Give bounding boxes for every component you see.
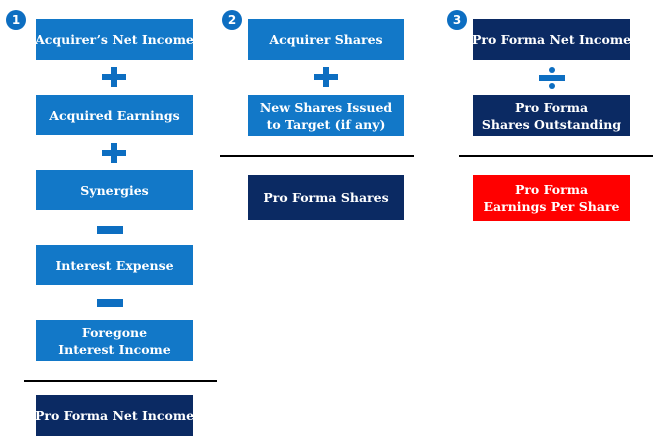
box-label: Pro Forma Net Income bbox=[34, 408, 195, 423]
step-3-badge: 3 bbox=[447, 10, 467, 30]
step-1-badge: 1 bbox=[6, 10, 26, 30]
minus-icon bbox=[97, 226, 123, 234]
pro-forma-net-income-result-box: Pro Forma Net Income bbox=[34, 395, 195, 436]
pro-forma-shares-outstanding-box: Pro Forma Shares Outstanding bbox=[473, 95, 630, 136]
step-2-badge: 2 bbox=[222, 10, 242, 30]
interest-expense-box: Interest Expense bbox=[36, 245, 193, 285]
box-label-line-2: to Target (if any) bbox=[266, 116, 386, 132]
pro-forma-shares-result-box: Pro Forma Shares bbox=[248, 175, 404, 220]
acquirer-net-income-box: Acquirer’s Net Income bbox=[35, 19, 194, 60]
box-label-line-1: New Shares Issued bbox=[259, 99, 393, 115]
divide-icon bbox=[539, 67, 565, 89]
acquirer-shares-box: Acquirer Shares bbox=[248, 19, 404, 60]
pro-forma-eps-result-box: Pro Forma Earnings Per Share bbox=[473, 175, 630, 221]
plus-icon bbox=[102, 143, 126, 163]
box-label: Synergies bbox=[80, 182, 149, 198]
box-label-line-1: Pro Forma bbox=[514, 99, 589, 115]
sum-divider-line bbox=[24, 380, 217, 382]
pro-forma-net-income-box: Pro Forma Net Income bbox=[471, 19, 632, 60]
division-divider-line bbox=[459, 155, 653, 157]
box-label-line-2: Earnings Per Share bbox=[483, 199, 620, 214]
minus-icon bbox=[97, 299, 123, 307]
box-label: Pro Forma Shares bbox=[263, 190, 389, 205]
box-label: Interest Expense bbox=[55, 257, 174, 273]
box-label: Acquirer’s Net Income bbox=[35, 32, 194, 47]
plus-icon bbox=[314, 67, 338, 87]
plus-icon bbox=[102, 67, 126, 87]
synergies-box: Synergies bbox=[36, 170, 193, 210]
box-label: Pro Forma Net Income bbox=[471, 32, 632, 47]
box-label: Acquired Earnings bbox=[49, 107, 180, 123]
box-label-line-2: Interest Income bbox=[58, 341, 171, 357]
new-shares-issued-box: New Shares Issued to Target (if any) bbox=[248, 95, 404, 136]
sum-divider-line bbox=[220, 155, 414, 157]
acquired-earnings-box: Acquired Earnings bbox=[36, 95, 193, 135]
box-label-line-2: Shares Outstanding bbox=[481, 116, 622, 132]
box-label-line-1: Pro Forma bbox=[514, 182, 589, 197]
box-label: Acquirer Shares bbox=[269, 32, 383, 47]
foregone-interest-income-box: Foregone Interest Income bbox=[36, 320, 193, 361]
box-label-line-1: Foregone bbox=[81, 324, 148, 340]
